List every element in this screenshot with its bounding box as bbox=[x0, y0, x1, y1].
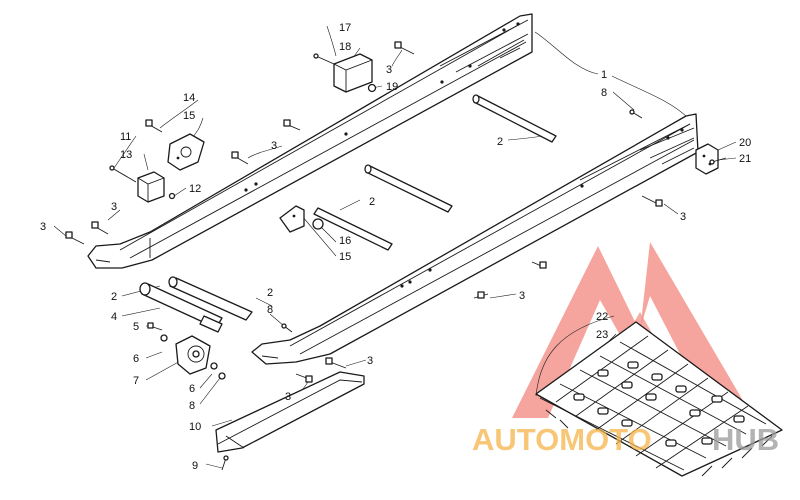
washer-6-low bbox=[210, 362, 218, 370]
callouts: 17 18 3 19 1 8 20 21 3 2 2 3 3 14 15 11 … bbox=[40, 22, 751, 472]
callout-15-top: 15 bbox=[183, 110, 195, 122]
block-13 bbox=[137, 171, 165, 203]
callout-8-low: 8 bbox=[267, 304, 273, 316]
cross-shaft-with-sleeve bbox=[139, 282, 223, 329]
callout-16: 16 bbox=[339, 235, 351, 247]
nut-12 bbox=[168, 192, 176, 200]
callout-22: 22 bbox=[596, 311, 608, 323]
cross-shaft-rear bbox=[472, 94, 557, 143]
callout-9: 9 bbox=[192, 460, 198, 472]
bolt-17 bbox=[313, 53, 335, 65]
nut-8-low bbox=[218, 372, 226, 380]
cross-shaft-middle bbox=[364, 164, 453, 213]
callout-10: 10 bbox=[189, 421, 201, 433]
callout-3-right-low: 3 bbox=[367, 355, 373, 367]
callout-2-middle: 2 bbox=[369, 196, 375, 208]
track-belt bbox=[535, 321, 783, 477]
cross-shafts bbox=[139, 94, 557, 329]
callout-15-mid: 15 bbox=[339, 251, 351, 263]
callout-3-top: 3 bbox=[386, 64, 392, 76]
wordmark-automoto: AUTOMOTO bbox=[472, 422, 652, 457]
screw-9 bbox=[221, 455, 229, 471]
callout-21: 21 bbox=[739, 153, 751, 165]
callout-3-mid: 3 bbox=[519, 290, 525, 302]
bolt-3-front bbox=[91, 221, 109, 235]
callout-13: 13 bbox=[120, 149, 132, 161]
callout-3-center: 3 bbox=[271, 140, 277, 152]
bolt-8-low bbox=[281, 323, 293, 333]
callout-18: 18 bbox=[339, 41, 351, 53]
left-rail bbox=[87, 13, 533, 269]
bolt-3-top bbox=[394, 41, 415, 55]
bolt-11 bbox=[109, 165, 137, 183]
callout-11: 11 bbox=[120, 131, 131, 143]
callout-6-top: 6 bbox=[133, 353, 139, 365]
wordmark-hub: HUB bbox=[712, 422, 779, 457]
callout-1: 1 bbox=[601, 69, 607, 81]
middle-bracket-15 bbox=[279, 205, 305, 233]
bolt-3-right-low bbox=[325, 357, 347, 369]
callout-3-front-left: 3 bbox=[40, 221, 46, 233]
callout-4: 4 bbox=[111, 311, 117, 323]
bolt-3-rear bbox=[641, 195, 663, 207]
rear-bracket-20 bbox=[695, 143, 719, 175]
callout-7: 7 bbox=[133, 375, 139, 387]
bolt-5 bbox=[147, 322, 163, 331]
bolt-3-left bbox=[231, 151, 249, 165]
sleeve-4 bbox=[199, 315, 223, 333]
callout-17: 17 bbox=[339, 22, 351, 34]
automotohub-wordmark: AUTOMOTO HUB bbox=[472, 422, 779, 457]
nut-19 bbox=[367, 83, 377, 93]
bolt-14 bbox=[145, 119, 163, 133]
cross-shaft-front bbox=[313, 207, 393, 251]
callout-3-bottom: 3 bbox=[285, 391, 291, 403]
bolt-3-mid bbox=[531, 261, 547, 269]
callout-3-front: 3 bbox=[111, 201, 117, 213]
callout-2-lower: 2 bbox=[111, 291, 117, 303]
bolt-3-front-low bbox=[65, 231, 85, 245]
callout-8-bottom: 8 bbox=[189, 400, 195, 412]
bolt-3-bottom bbox=[295, 373, 313, 383]
cross-shaft-lower bbox=[168, 276, 253, 321]
washer-6 bbox=[160, 334, 168, 342]
wheel-block-7 bbox=[175, 335, 211, 375]
upper-block-18 bbox=[333, 53, 373, 93]
callout-14: 14 bbox=[183, 92, 195, 104]
callout-20: 20 bbox=[739, 137, 751, 149]
callout-2-low: 2 bbox=[267, 287, 273, 299]
right-rail bbox=[251, 113, 699, 365]
front-bracket-15 bbox=[167, 133, 205, 171]
callout-3-rear: 3 bbox=[680, 211, 686, 223]
callout-6-low: 6 bbox=[189, 383, 195, 395]
bushing-16 bbox=[312, 218, 324, 230]
callout-12: 12 bbox=[189, 183, 201, 195]
wear-strip-10 bbox=[215, 371, 365, 453]
callout-23: 23 bbox=[596, 329, 608, 341]
bolt-21 bbox=[709, 157, 727, 165]
callout-8-top: 8 bbox=[601, 87, 607, 99]
callout-2-rear: 2 bbox=[497, 136, 503, 148]
hardware bbox=[65, 41, 727, 471]
bolt-8-top bbox=[629, 109, 643, 119]
callout-5: 5 bbox=[133, 321, 139, 333]
callout-19: 19 bbox=[386, 81, 398, 93]
bolt-3-center bbox=[283, 119, 301, 131]
bolt-3-lower bbox=[473, 291, 489, 299]
